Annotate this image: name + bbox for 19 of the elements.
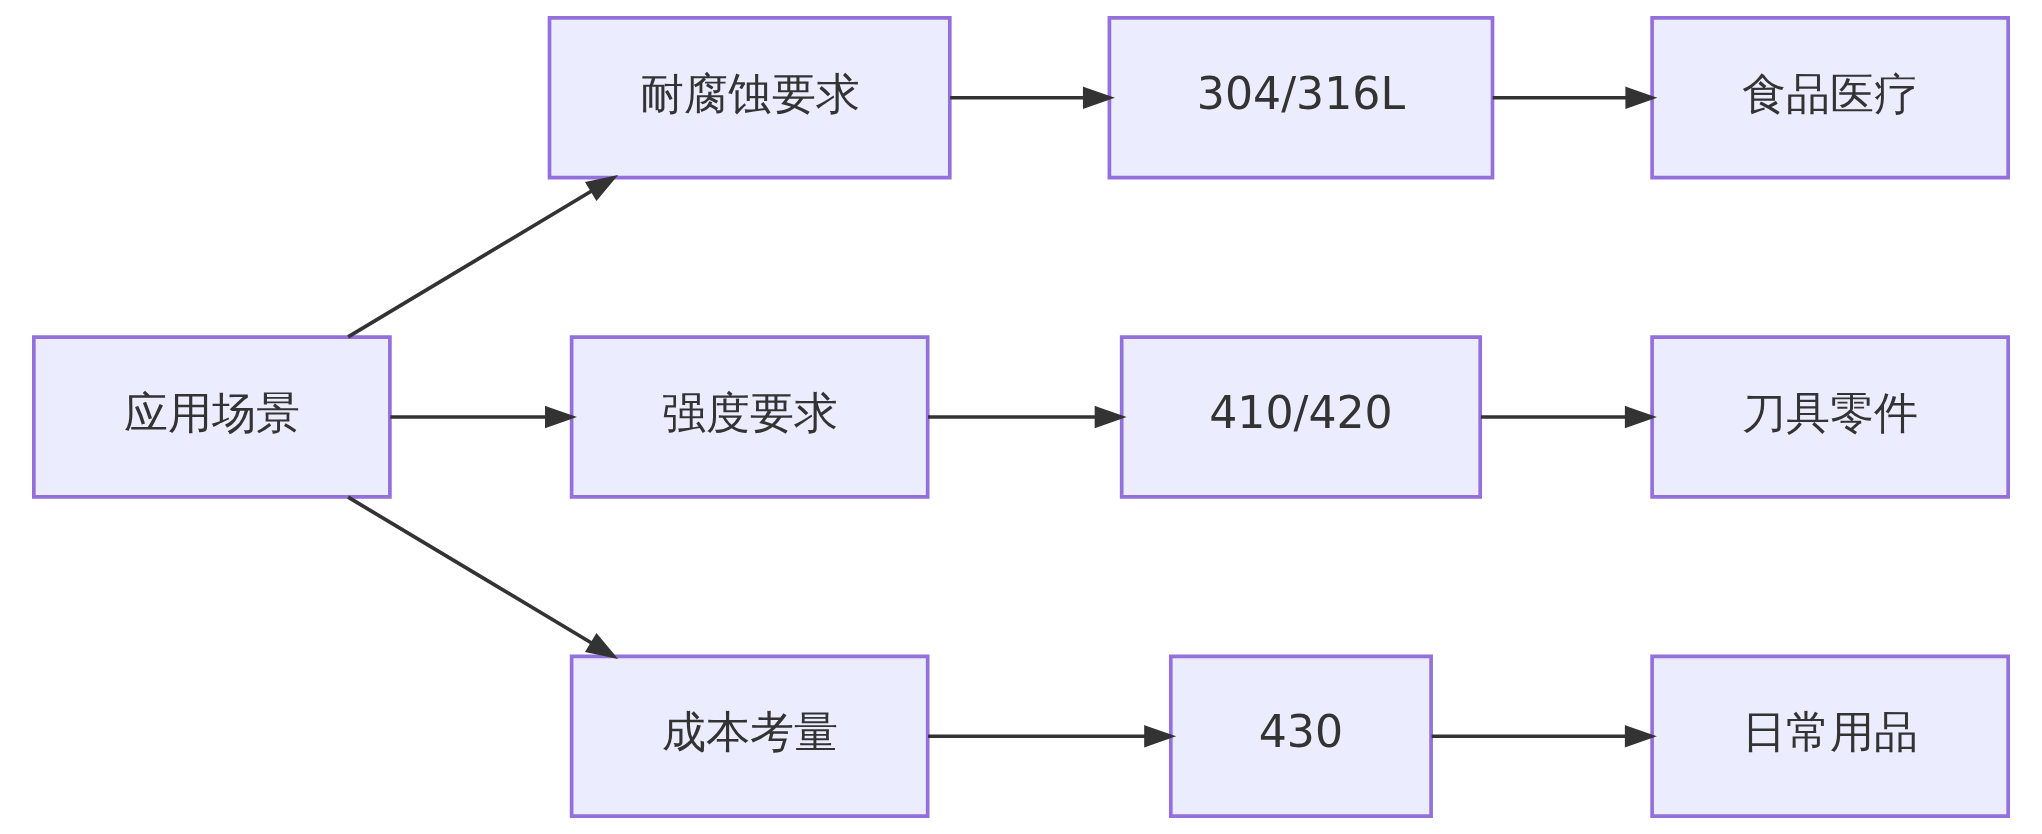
- node-box: 成本考量: [569, 654, 930, 818]
- node-box: 强度要求: [569, 335, 930, 499]
- arrow: [928, 725, 1177, 748]
- node-box: 410/420: [1119, 335, 1483, 499]
- arrow: [950, 86, 1115, 109]
- arrow: [390, 405, 577, 429]
- node-box: 日常用品: [1650, 654, 2010, 818]
- arrow: [1492, 86, 1658, 109]
- node-box: 刀具零件: [1650, 335, 2010, 499]
- arrow: [347, 495, 619, 659]
- arrow: [928, 405, 1127, 429]
- node-box: 耐腐蚀要求: [547, 16, 952, 180]
- node-box: 应用场景: [32, 335, 392, 499]
- arrow: [1431, 725, 1657, 748]
- arrow: [1480, 405, 1657, 429]
- node-box: 304/316L: [1107, 16, 1495, 180]
- node-box: 食品医疗: [1650, 16, 2010, 180]
- arrow: [347, 175, 619, 339]
- node-box: 430: [1168, 654, 1433, 818]
